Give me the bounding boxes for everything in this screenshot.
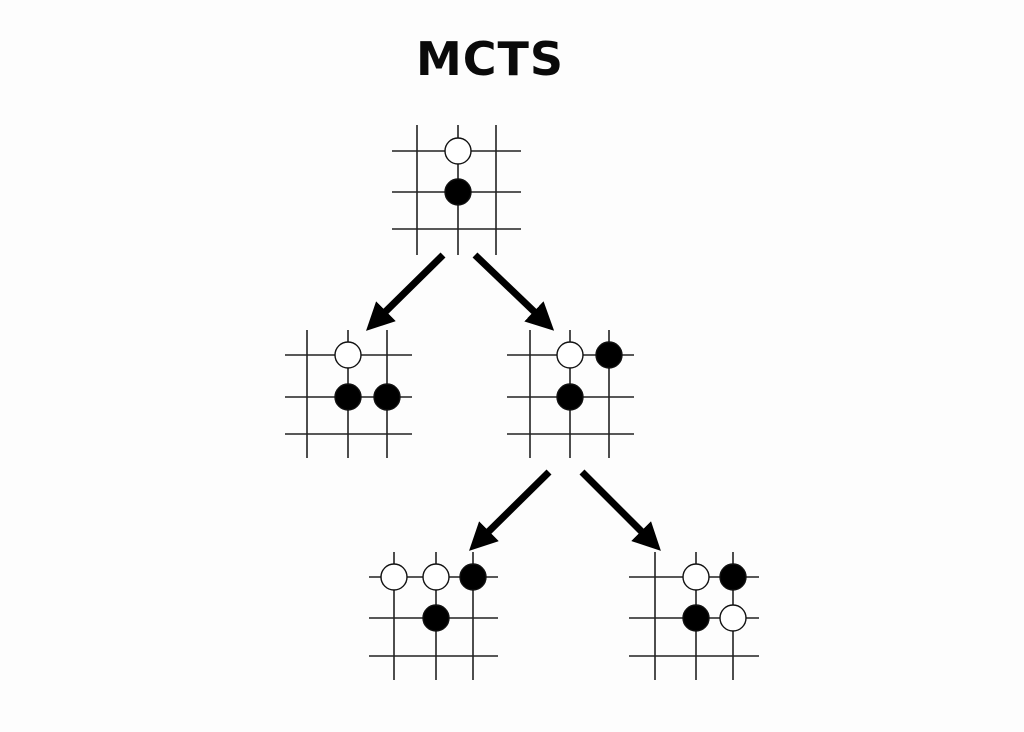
white-stone xyxy=(380,563,408,591)
arrow-to-child-left xyxy=(366,252,446,331)
arrow-to-child-right xyxy=(472,252,555,331)
go-board-grandchild-right xyxy=(629,552,759,680)
black-stone xyxy=(334,383,362,411)
black-stone xyxy=(595,341,623,369)
white-stone xyxy=(719,604,747,632)
go-board-child-left xyxy=(285,330,412,458)
white-stone xyxy=(682,563,710,591)
go-board-child-right xyxy=(507,330,634,458)
black-stone xyxy=(422,604,450,632)
arrow-to-grandchild-left xyxy=(469,469,552,551)
black-stone xyxy=(556,383,584,411)
diagram-title: MCTS xyxy=(415,32,565,86)
black-stone xyxy=(444,178,472,206)
black-stone xyxy=(459,563,487,591)
white-stone xyxy=(556,341,584,369)
black-stone xyxy=(682,604,710,632)
go-board-grandchild-left xyxy=(369,552,498,680)
go-board-root xyxy=(392,125,521,255)
white-stone xyxy=(422,563,450,591)
white-stone xyxy=(444,137,472,165)
black-stone xyxy=(373,383,401,411)
arrow-to-grandchild-right xyxy=(579,469,661,551)
black-stone xyxy=(719,563,747,591)
white-stone xyxy=(334,341,362,369)
